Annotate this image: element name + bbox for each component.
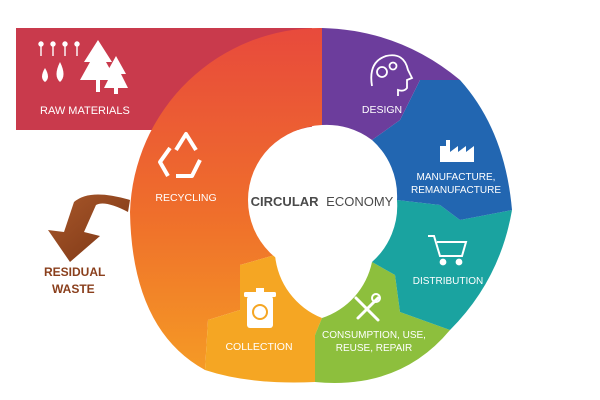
raw-materials-label: RAW MATERIALS bbox=[40, 105, 130, 117]
segment-consumption bbox=[315, 262, 450, 383]
collection-label: COLLECTION bbox=[225, 341, 292, 353]
recycle-icon bbox=[158, 132, 202, 178]
center-title: CIRCULAR ECONOMY bbox=[251, 194, 394, 209]
segment-design bbox=[322, 28, 460, 140]
recycling-label: RECYCLING bbox=[155, 192, 216, 204]
shopping-cart-icon bbox=[428, 235, 468, 266]
wheat-icon bbox=[38, 41, 80, 56]
head-gears-icon bbox=[370, 54, 414, 96]
residual-waste-arrow bbox=[48, 194, 130, 262]
center-title-light: ECONOMY bbox=[326, 194, 394, 209]
residual-waste-line2: WASTE bbox=[52, 282, 95, 296]
consumption-label-line1: CONSUMPTION, USE, bbox=[322, 330, 426, 341]
manufacture-label-line1: MANUFACTURE, bbox=[417, 172, 496, 183]
design-label: DESIGN bbox=[362, 104, 402, 116]
center-title-bold: CIRCULAR bbox=[251, 194, 319, 209]
water-drops-icon bbox=[42, 62, 64, 82]
manufacture-label-line2: REMANUFACTURE bbox=[411, 185, 501, 196]
factory-icon bbox=[440, 140, 474, 162]
consumption-label-line2: REUSE, REPAIR bbox=[336, 343, 413, 354]
trees-icon bbox=[80, 40, 128, 94]
recycle-bin-icon bbox=[244, 288, 276, 328]
tools-icon bbox=[354, 293, 381, 322]
distribution-label: DISTRIBUTION bbox=[413, 276, 484, 287]
center-hub bbox=[248, 126, 396, 274]
segment-recycling bbox=[130, 27, 322, 370]
residual-waste-line1: RESIDUAL bbox=[44, 265, 105, 279]
